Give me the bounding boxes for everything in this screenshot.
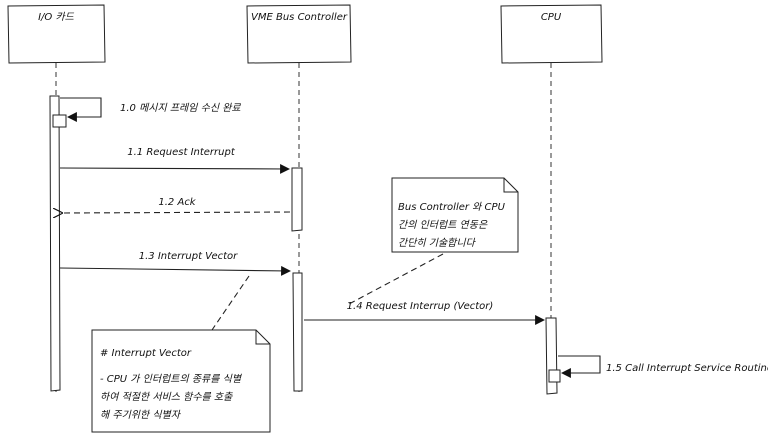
activation-vme-2 [292, 272, 303, 392]
participant-io-card: I/O 카드 [7, 4, 106, 64]
message-1-0-label: 1.0 메시지 프레임 수신 완료 [120, 102, 241, 114]
message-1-5: 1.5 Call Interrupt Service Routine [558, 355, 768, 378]
participant-vme-bus-controller-label: VME Bus Controller [251, 12, 348, 23]
message-1-4: 1.4 Request Interrup (Vector) [304, 301, 545, 325]
message-1-2-label: 1.2 Ack [158, 197, 196, 208]
note-interrupt-vector-connector [211, 275, 250, 331]
note-bus-controller-line2: 간의 인터럽트 연동은 [398, 219, 488, 231]
participant-cpu: CPU [500, 4, 603, 64]
message-1-3-label: 1.3 Interrupt Vector [139, 251, 238, 262]
activation-io-card [49, 95, 61, 392]
activation-io-card-self [52, 114, 67, 128]
activation-cpu [545, 317, 558, 395]
message-1-1-label: 1.1 Request Interrupt [127, 147, 236, 158]
note-bus-controller-line3: 간단히 기술합니다 [398, 237, 477, 249]
message-1-3: 1.3 Interrupt Vector [59, 251, 291, 276]
note-interrupt-vector-line4: 해 주기위한 식별자 [100, 409, 182, 421]
note-interrupt-vector: # Interrupt Vector - CPU 가 인터럽트의 종류를 식별 … [91, 329, 271, 433]
note-interrupt-vector-line3: 하여 적절한 서비스 함수를 호출 [100, 391, 233, 403]
message-1-5-label: 1.5 Call Interrupt Service Routine [606, 363, 768, 374]
participant-vme-bus-controller: VME Bus Controller [246, 4, 352, 64]
participant-io-card-label: I/O 카드 [38, 11, 75, 23]
note-bus-controller-line1: Bus Controller 와 CPU [398, 201, 506, 213]
message-1-1: 1.1 Request Interrupt [59, 147, 290, 174]
message-1-4-label: 1.4 Request Interrup (Vector) [347, 301, 494, 312]
note-interrupt-vector-line2: - CPU 가 인터럽트의 종류를 식별 [100, 373, 243, 385]
message-1-0: 1.0 메시지 프레임 수신 완료 [60, 97, 241, 122]
message-1-2: 1.2 Ack [62, 197, 291, 213]
participant-cpu-label: CPU [541, 12, 562, 23]
note-interrupt-vector-line1: # Interrupt Vector [100, 348, 192, 359]
note-bus-controller-connector [348, 253, 444, 305]
activation-cpu-self [548, 369, 561, 383]
activation-vme-1 [291, 167, 303, 232]
note-bus-controller: Bus Controller 와 CPU 간의 인터럽트 연동은 간단히 기술합… [391, 177, 519, 253]
